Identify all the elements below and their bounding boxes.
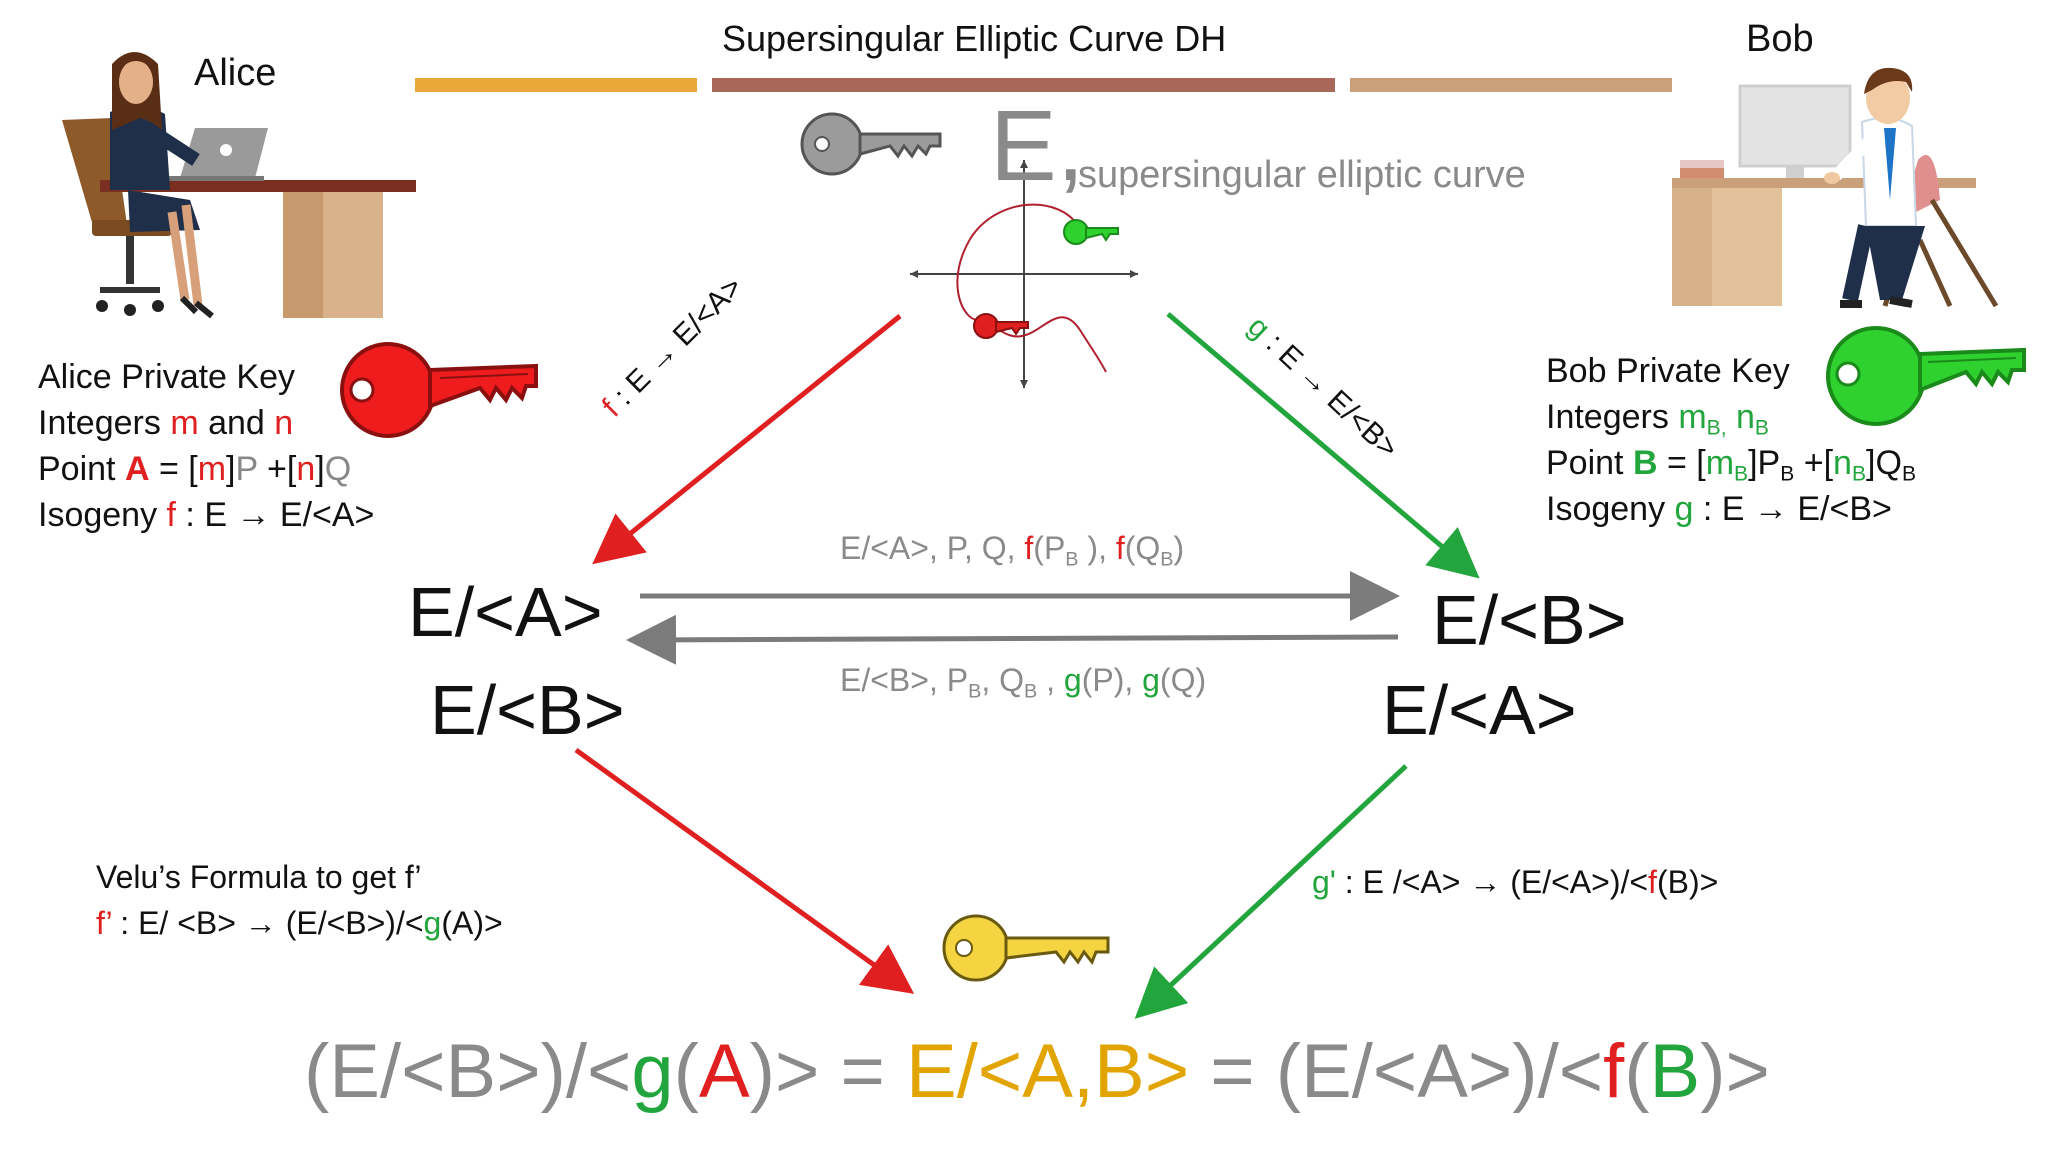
alice-key-title: Alice Private Key (38, 358, 295, 396)
bob-integers: Integers mB, nB (1546, 398, 1769, 440)
right-curve-b: E/<B> (1432, 581, 1627, 659)
arrow-g (1166, 312, 1480, 579)
red-key-icon (340, 342, 538, 438)
exchange-top-label: E/<A>, P, Q, f(PB ), f(QB) (840, 530, 1185, 571)
alice-isogeny: Isogeny f : E → E/<A> (38, 496, 375, 534)
page-title: Supersingular Elliptic Curve DH (722, 18, 1227, 59)
arrow-f (592, 314, 902, 565)
left-curve-a: E/<A> (408, 573, 603, 651)
alice-integers: Integers m and n (38, 404, 294, 442)
bob-illustration (1672, 67, 1999, 308)
green-key-icon (1826, 326, 2026, 426)
bob-key-block: Bob Private Key Integers mB, nB Point B … (1546, 348, 1916, 532)
velu-block: Velu’s Formula to get f’ f’ : E/ <B> → (… (96, 854, 503, 946)
velu-title: Velu’s Formula to get f’ (96, 859, 422, 895)
curve-description: supersingular elliptic curve (1078, 154, 1526, 196)
right-curve-a: E/<A> (1382, 671, 1577, 749)
curve-symbol: E, (990, 90, 1085, 202)
left-curve-b: E/<B> (430, 671, 625, 749)
small-green-key-icon (1063, 219, 1119, 245)
alice-key-block: Alice Private Key Integers m and n Point… (38, 354, 374, 538)
bob-isogeny: Isogeny g : E → E/<B> (1546, 490, 1892, 528)
gold-key-icon (942, 914, 1110, 982)
gray-key-icon (800, 112, 942, 176)
bob-point: Point B = [mB]PB +[nB]QB (1546, 444, 1916, 486)
bob-name: Bob (1746, 18, 1814, 60)
header-bar-left (415, 78, 697, 92)
alice-illustration (62, 52, 416, 319)
header-bar-right (1350, 78, 1672, 92)
exchange-bottom-label: E/<B>, PB, QB , g(P), g(Q) (840, 662, 1207, 703)
bob-key-title: Bob Private Key (1546, 352, 1790, 390)
exchange-arrow-left (626, 614, 1399, 665)
small-red-key-icon (973, 313, 1029, 339)
g-prime-label: g' : E /<A> → (E/<A>)/<f(B)> (1312, 864, 1719, 900)
velu-formula: f’ : E/ <B> → (E/<B>)/<g(A)> (96, 905, 503, 941)
alice-point: Point A = [m]P +[n]Q (38, 450, 352, 488)
arrow-f-prime (574, 747, 915, 994)
alice-name: Alice (194, 52, 277, 94)
header-bar-middle (712, 78, 1335, 92)
arrow-g-prime (1134, 764, 1408, 1019)
shared-secret-equation: (E/<B>)/<g(A)> = E/<A,B> = (E/<A>)/<f(B)… (304, 1029, 1770, 1114)
